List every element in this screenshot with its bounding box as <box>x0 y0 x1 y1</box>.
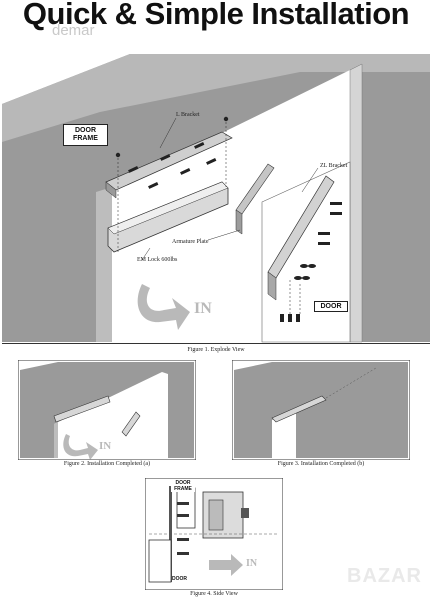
fig4-caption: Figure 4. Side View <box>190 591 238 597</box>
fig4-in-label: IN <box>246 558 258 569</box>
installation-completed-a-diagram <box>18 360 196 460</box>
door-frame-label: DOOR FRAME <box>63 124 108 146</box>
l-bracket-label: L Bracket <box>176 112 200 118</box>
explode-view-diagram <box>2 54 430 343</box>
installation-completed-b-diagram <box>232 360 410 460</box>
fig4-door-frame-label: DOOR FRAME <box>171 480 195 492</box>
fig1-caption: Figure 1. Explode View <box>187 347 245 353</box>
brand-watermark: BAZAR <box>347 565 422 587</box>
in-label: IN <box>194 300 212 317</box>
door-label: DOOR <box>314 301 348 312</box>
zl-bracket-label: ZL Bracket <box>320 163 348 169</box>
armature-plate-label: Armature Plate <box>172 239 209 245</box>
fig4-door-label: DOOR <box>172 576 187 582</box>
ceiling-panel <box>2 54 430 142</box>
door-edge <box>349 63 363 343</box>
door-frame-edge <box>96 187 112 342</box>
fig1-divider <box>2 343 430 344</box>
watermark-text: demar <box>52 22 95 39</box>
fig3-caption: Figure 3. Installation Completed (b) <box>277 461 365 467</box>
em-lock-label: EM Lock 600lbs <box>137 257 178 263</box>
fig2-in-label: IN <box>99 440 112 452</box>
page-title: Quick & Simple Installation <box>22 0 410 31</box>
side-view-diagram <box>145 478 283 590</box>
fig2-caption: Figure 2. Installation Completed (a) <box>63 461 151 467</box>
door-face <box>261 161 351 343</box>
in-arrow-icon <box>137 284 190 330</box>
